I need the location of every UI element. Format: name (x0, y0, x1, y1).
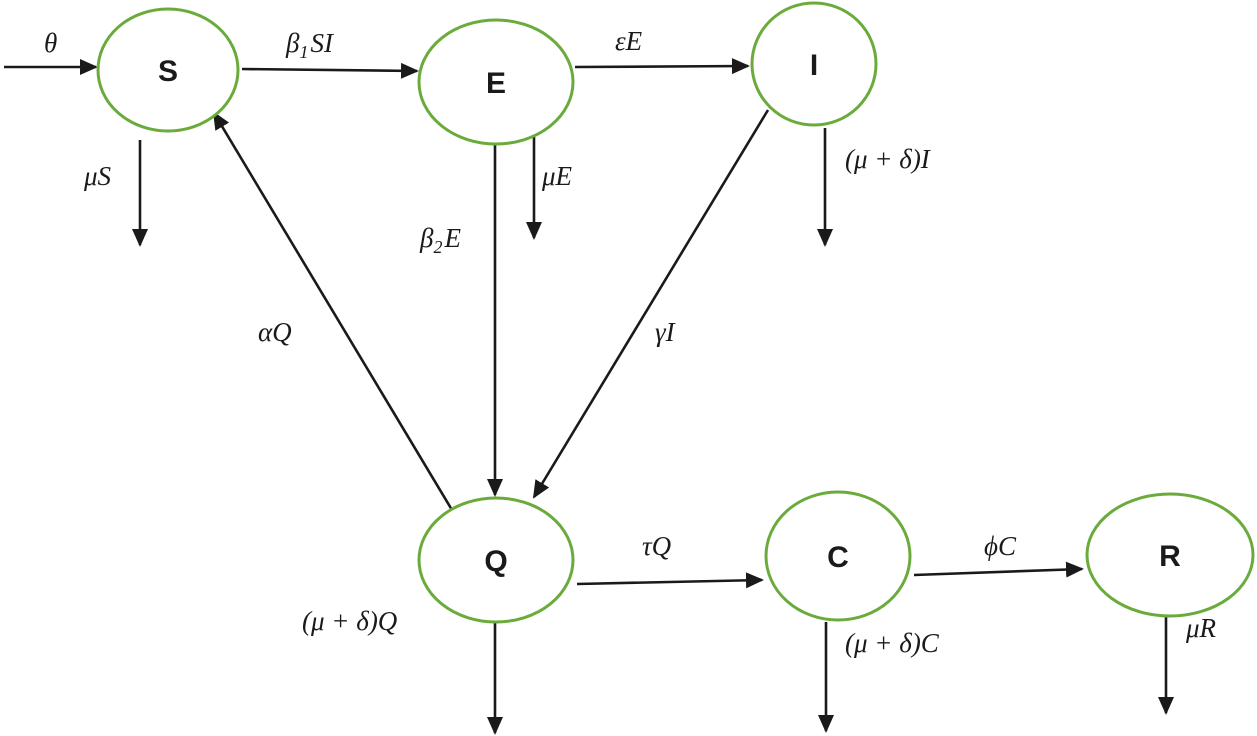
label-death-c: (μ + δ)C (845, 628, 940, 658)
label-quarantine-i: γI (655, 317, 677, 347)
label-death-i: (μ + δ)I (845, 144, 932, 174)
arrow-q-to-s (212, 111, 454, 511)
node-r: R (1085, 492, 1255, 618)
label-quarantine-e-subscript: 2 (433, 237, 442, 257)
node-e-label: E (486, 67, 506, 100)
label-infection-term: SI (310, 28, 335, 58)
node-q-label: Q (484, 545, 507, 578)
label-recruitment: θ (44, 28, 57, 58)
label-progression: εE (615, 26, 643, 56)
arrow-q-to-c (576, 572, 764, 589)
label-infection-subscript: 1 (299, 42, 308, 62)
node-e: E (417, 18, 575, 146)
label-quarantine-e: β2E (419, 223, 461, 257)
node-r-label: R (1159, 540, 1181, 573)
label-infection: β1SI (285, 28, 335, 62)
node-c-label: C (827, 541, 849, 574)
label-infection-symbol: β (285, 28, 300, 58)
label-death-q: (μ + δ)Q (302, 606, 397, 636)
label-return-to-s: αQ (258, 317, 292, 347)
label-death-s: μS (83, 161, 112, 191)
arrow-e-to-i (574, 58, 750, 75)
label-quarantine-e-term: E (443, 223, 461, 253)
arrow-c-to-r (913, 561, 1084, 578)
label-death-e: μE (541, 161, 573, 191)
label-recover: ϕC (984, 531, 1017, 561)
node-i: I (750, 1, 878, 127)
node-q: Q (417, 496, 575, 624)
node-c: C (764, 490, 912, 622)
node-i-label: I (810, 49, 818, 82)
node-s-label: S (158, 55, 178, 88)
label-quarantine-e-symbol: β (419, 223, 434, 253)
node-s: S (96, 7, 240, 133)
label-confirm: τQ (642, 531, 671, 561)
label-death-r: μR (1185, 613, 1217, 643)
arrow-i-to-q (532, 109, 770, 499)
arrow-s-to-e (241, 62, 419, 79)
